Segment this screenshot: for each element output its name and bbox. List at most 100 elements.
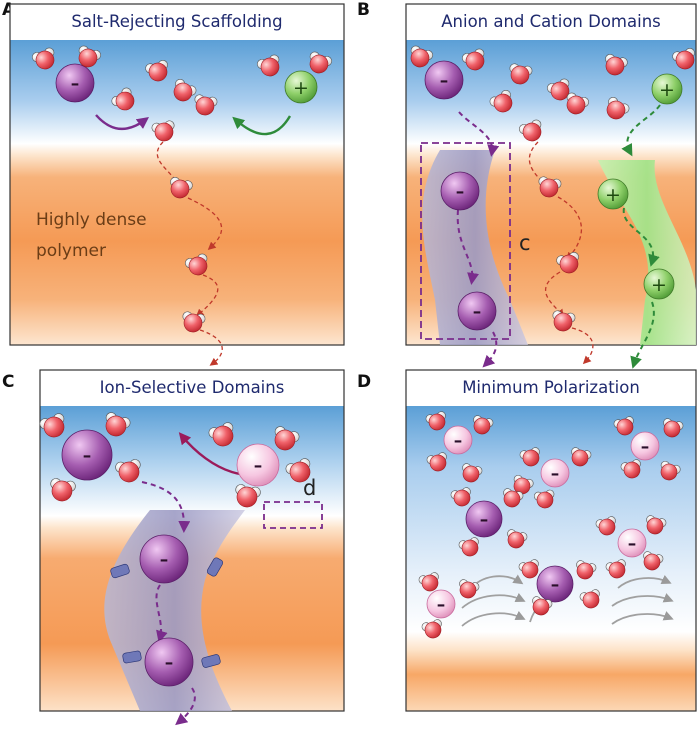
anion-path-arrow: [155, 584, 168, 643]
water-molecule: [509, 63, 533, 85]
water-molecule: [663, 418, 684, 438]
fixed-charge-site: [122, 650, 142, 664]
zoom-box-d-label: d: [303, 476, 316, 500]
water-molecule: [450, 487, 471, 507]
water-molecule: [274, 426, 300, 451]
water-molecule: [646, 515, 667, 535]
water-molecule: [538, 176, 562, 198]
water-molecule: [194, 94, 218, 116]
water-molecule: [595, 516, 616, 536]
water-molecule: [421, 619, 442, 639]
anion-ion: –: [61, 429, 113, 481]
water-molecule: [576, 560, 597, 580]
water-molecule: [532, 596, 553, 616]
water-molecule: [546, 78, 570, 101]
anion-light-ion: –: [617, 528, 647, 558]
anion-ion: –: [55, 63, 95, 103]
fixed-charge-site: [206, 557, 224, 577]
svg-text:–: –: [456, 182, 465, 202]
anion-light-ion: –: [236, 443, 280, 487]
water-molecule: [39, 413, 65, 438]
cation-ion: +: [284, 70, 318, 104]
water-molecule: [518, 559, 539, 579]
svg-text:+: +: [651, 274, 667, 296]
svg-text:–: –: [641, 437, 650, 457]
svg-text:+: +: [659, 79, 675, 101]
water-molecule: [184, 253, 208, 276]
panel-d-title: Minimum Polarization: [462, 378, 640, 397]
anion-light-ion: –: [630, 431, 660, 461]
panel-c: C Ion-Selective Domains d – –: [2, 369, 345, 726]
svg-text:–: –: [71, 74, 80, 94]
anion-light-ion: –: [426, 589, 456, 619]
water-molecule: [533, 489, 555, 509]
panel-d-letter: D: [357, 372, 371, 392]
polarization-flow-arrow: [611, 593, 674, 607]
cation-ion: +: [651, 73, 683, 105]
panel-c-letter: C: [2, 372, 14, 392]
zoom-box-c-label: c: [519, 231, 531, 255]
polarization-flow-arrow: [611, 611, 674, 625]
water-molecule: [459, 579, 480, 599]
svg-text:–: –: [628, 534, 637, 554]
water-molecule: [552, 310, 576, 332]
svg-text:–: –: [437, 595, 446, 615]
water-molecule: [605, 559, 626, 579]
panel-b-title: Anion and Cation Domains: [441, 12, 661, 31]
water-molecule: [489, 89, 513, 113]
water-molecule: [105, 412, 131, 437]
water-molecule: [31, 47, 55, 70]
polarization-flow-arrow: [461, 610, 526, 627]
water-molecule: [579, 589, 600, 609]
water-molecule: [235, 484, 261, 508]
panel-b-title-bar: [406, 4, 696, 40]
water-molecule: [513, 474, 534, 495]
anion-ion: –: [440, 171, 480, 211]
water-molecule: [566, 92, 590, 115]
anion-light-ion: –: [540, 458, 570, 488]
panel-c-title: Ion-Selective Domains: [100, 378, 285, 397]
water-molecules: [31, 45, 695, 639]
water-molecule: [556, 252, 579, 274]
water-molecule: [672, 48, 695, 70]
water-molecule: [518, 119, 542, 142]
panel-b-frame: [405, 3, 697, 346]
water-molecule: [425, 411, 446, 431]
water-path-arrow: [571, 327, 594, 365]
svg-text:–: –: [473, 302, 482, 322]
water-molecule: [115, 459, 141, 483]
svg-text:–: –: [440, 71, 449, 91]
water-molecule: [613, 416, 634, 436]
anion-path-arrow: [482, 331, 498, 368]
panel-a-label-line1: Highly dense: [36, 210, 147, 230]
anion-path-arrow: [175, 687, 196, 726]
svg-text:+: +: [605, 184, 621, 206]
water-molecule: [173, 78, 197, 102]
anion-ion: –: [144, 637, 194, 687]
panel-c-title-bar: [40, 370, 344, 406]
polarization-flow-arrow: [617, 574, 672, 589]
cation-path-arrow: [621, 104, 661, 157]
water-molecule: [519, 447, 540, 467]
svg-text:–: –: [454, 431, 463, 451]
anion-path-arrow: [456, 209, 479, 285]
water-molecule: [643, 551, 664, 571]
water-molecule: [256, 54, 280, 77]
anion-ion: –: [536, 565, 574, 603]
water-molecule: [309, 51, 333, 74]
water-molecule: [620, 459, 641, 479]
cation-ion: +: [643, 268, 675, 300]
svg-text:–: –: [551, 575, 560, 595]
water-molecule: [503, 488, 524, 508]
water-path-arrow: [199, 329, 223, 366]
panel-a-title-bar: [10, 4, 344, 40]
anion-light-ion: –: [443, 425, 473, 455]
panel-a-title: Salt-Rejecting Scaffolding: [71, 12, 282, 31]
water-molecule: [208, 422, 234, 447]
zoom-box-d: [263, 501, 323, 529]
panel-a-label-line2: polymer: [36, 241, 106, 261]
svg-text:–: –: [165, 653, 174, 673]
water-molecule: [507, 529, 528, 549]
anion-path-arrow: [458, 111, 500, 157]
water-molecule: [151, 120, 175, 142]
